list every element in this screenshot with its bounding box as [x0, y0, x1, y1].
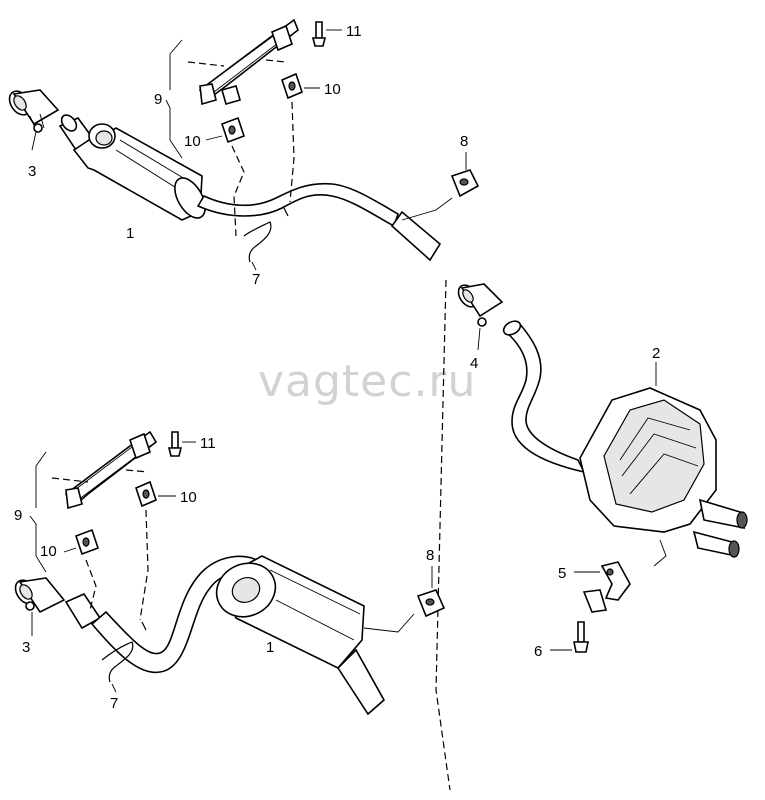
bottom-bracket-group[interactable] — [64, 430, 158, 510]
callout-top-clamp: 3 — [28, 163, 36, 180]
top-clamp-leader — [31, 131, 37, 151]
callout-bottom-hanger-rubber: 8 — [426, 547, 434, 564]
bottom-mount-left[interactable] — [74, 528, 100, 556]
rear-muffler[interactable] — [579, 387, 748, 558]
watermark: vagtec.ru — [258, 356, 476, 407]
top-mount-leaders — [205, 87, 320, 141]
rear-assembly: 2 4 5 6 — [455, 282, 748, 660]
top-hanger-rod — [401, 197, 453, 221]
rear-pipe[interactable] — [502, 320, 586, 474]
callout-top-muffler: 1 — [126, 225, 134, 242]
middle-clamp[interactable] — [455, 282, 504, 327]
bottom-hanger-rubber[interactable] — [416, 589, 446, 618]
bottom-bolt[interactable] — [167, 431, 183, 457]
top-hanger-wire-leader — [251, 261, 257, 271]
top-bracket-dashes — [187, 59, 287, 67]
bottom-bracket-dashes — [51, 469, 149, 483]
top-front-muffler[interactable] — [58, 112, 212, 223]
separator-dashed-line — [435, 279, 451, 791]
top-mount-dashes — [231, 101, 295, 237]
rear-bolt[interactable] — [573, 621, 589, 653]
callout-rear-bolt: 6 — [534, 643, 542, 660]
bottom-clamp[interactable] — [11, 576, 66, 614]
bottom-assembly: 3 1 9 10 10 11 7 8 — [11, 430, 446, 716]
callout-rear-muffler: 2 — [652, 345, 660, 362]
top-bolt[interactable] — [311, 21, 327, 47]
callout-rear-bracket: 5 — [558, 565, 566, 582]
top-assembly: 3 1 9 10 10 11 7 8 — [5, 18, 480, 288]
callout-bottom-bracket-group: 9 — [14, 507, 22, 524]
top-pipe-end-sleeve[interactable] — [390, 210, 442, 262]
callout-top-bracket-group: 9 — [154, 91, 162, 108]
callout-top-bolt: 11 — [346, 23, 362, 40]
bottom-hanger-wire-leader — [111, 683, 117, 693]
callout-middle-clamp: 4 — [470, 355, 478, 372]
bottom-mount-leaders — [63, 495, 176, 553]
top-clamp[interactable] — [5, 87, 60, 133]
top-intermediate-pipe[interactable] — [196, 182, 399, 228]
top-hanger-rubber[interactable] — [450, 169, 480, 198]
top-bracket-group-brace — [165, 39, 183, 159]
bottom-front-muffler[interactable] — [208, 554, 386, 716]
callout-top-hanger-wire: 7 — [252, 271, 260, 288]
callout-top-mount-right: 10 — [324, 81, 341, 98]
bottom-bracket-group-brace — [29, 451, 47, 573]
bottom-hanger-rod — [363, 613, 415, 633]
top-hanger-wire[interactable] — [243, 207, 289, 263]
callout-bottom-muffler: 1 — [266, 639, 274, 656]
top-mount-right[interactable] — [281, 72, 303, 100]
callout-bottom-hanger-wire: 7 — [110, 695, 118, 712]
bottom-mount-dashes — [85, 509, 149, 621]
callout-top-hanger-rubber: 8 — [460, 133, 468, 150]
middle-clamp-leader — [477, 327, 481, 351]
callout-bottom-bolt: 11 — [200, 435, 216, 452]
callout-bottom-clamp: 3 — [22, 639, 30, 656]
bottom-mount-right[interactable] — [135, 480, 157, 508]
top-bracket-group[interactable] — [198, 18, 299, 106]
bottom-hanger-wire[interactable] — [101, 621, 147, 683]
top-mount-left[interactable] — [220, 116, 246, 144]
callout-bottom-mount-left: 10 — [40, 543, 57, 560]
rear-bracket[interactable] — [582, 561, 631, 613]
callout-bottom-mount-right: 10 — [180, 489, 197, 506]
callout-top-mount-left: 10 — [184, 133, 201, 150]
rear-muffler-hanger-rod — [653, 539, 667, 567]
